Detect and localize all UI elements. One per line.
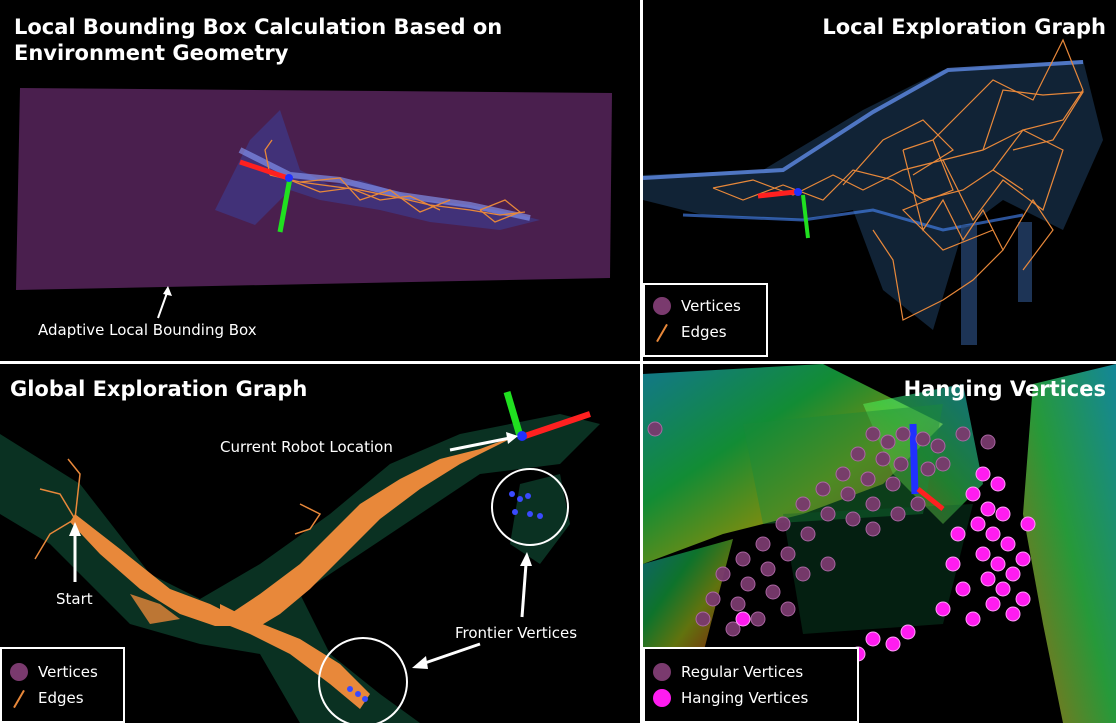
robot-axis-x: [757, 189, 796, 199]
hanging-vertices-scene: [643, 364, 1116, 723]
annotation-frontier-vertices: Frontier Vertices: [455, 624, 578, 642]
robot-origin: [285, 174, 293, 182]
robot-axis-x: [239, 159, 289, 181]
regular-vertex-marker-icon: [653, 663, 671, 681]
robot-axis-z: [909, 423, 919, 495]
edge-marker-icon: [653, 323, 671, 341]
hanging-vertices: [735, 466, 1036, 662]
robot-axis-y: [503, 391, 524, 437]
environment-point-cloud: [643, 60, 1103, 330]
legend-item-hanging-vertices: Hanging Vertices: [645, 685, 857, 711]
robot-axis-y: [277, 177, 293, 233]
annotation-start: Start: [56, 590, 93, 608]
legend-label: Regular Vertices: [681, 663, 804, 681]
robot-axis-x: [916, 487, 945, 511]
legend-item-vertices: Vertices: [645, 293, 766, 319]
global-exploration-scene: [0, 391, 600, 723]
legend-label: Hanging Vertices: [681, 689, 809, 707]
legend-item-edges: Edges: [645, 319, 766, 345]
start-edges: [34, 458, 322, 560]
panel-local-bounding-box: Local Bounding Box Calculation Based on …: [0, 0, 640, 361]
legend-label: Edges: [38, 689, 84, 707]
local-bounding-box-scene: [16, 88, 612, 319]
legend-label: Vertices: [681, 297, 741, 315]
robot-axis-x: [524, 411, 591, 439]
panel-local-exploration-graph: Local Exploration Graph Vertices Edges: [643, 0, 1116, 361]
panel-title: Local Bounding Box Calculation Based on …: [14, 15, 503, 65]
frontier-highlight-circle: [318, 637, 408, 723]
annotation-current-robot-location: Current Robot Location: [220, 438, 393, 456]
local-exploration-scene: [643, 38, 1103, 345]
legend-label: Edges: [681, 323, 727, 341]
frontier-highlight-circle: [491, 468, 569, 546]
legend: Regular Vertices Hanging Vertices: [643, 647, 859, 723]
edge-marker-icon: [10, 689, 28, 707]
legend-item-edges: Edges: [2, 685, 123, 711]
panel-title: Global Exploration Graph: [10, 377, 308, 401]
legend: Vertices Edges: [0, 647, 125, 723]
robot-origin: [517, 431, 527, 441]
robot-origin: [794, 188, 802, 196]
panel-title: Hanging Vertices: [903, 377, 1106, 401]
global-graph-corridor: [70, 434, 520, 626]
local-graph-edges: [264, 139, 526, 223]
legend-item-vertices: Vertices: [2, 659, 123, 685]
panel-title: Local Exploration Graph: [822, 15, 1106, 39]
panel-hanging-vertices: Hanging Vertices Regular Vertices Hangin…: [643, 364, 1116, 723]
vertex-marker-icon: [653, 297, 671, 315]
legend: Vertices Edges: [643, 283, 768, 357]
legend-item-regular-vertices: Regular Vertices: [645, 659, 857, 685]
regular-vertices: [647, 421, 996, 637]
panel-global-exploration-graph: Global Exploration Graph Current Robot L…: [0, 364, 640, 723]
frontier-vertex-cluster: [347, 491, 543, 702]
robot-axis-y: [801, 194, 810, 239]
vertex-marker-icon: [10, 663, 28, 681]
hanging-vertex-marker-icon: [653, 689, 671, 707]
legend-label: Vertices: [38, 663, 98, 681]
annotation-adaptive-bounding-box: Adaptive Local Bounding Box: [38, 321, 257, 339]
local-graph-edges: [712, 38, 1085, 321]
